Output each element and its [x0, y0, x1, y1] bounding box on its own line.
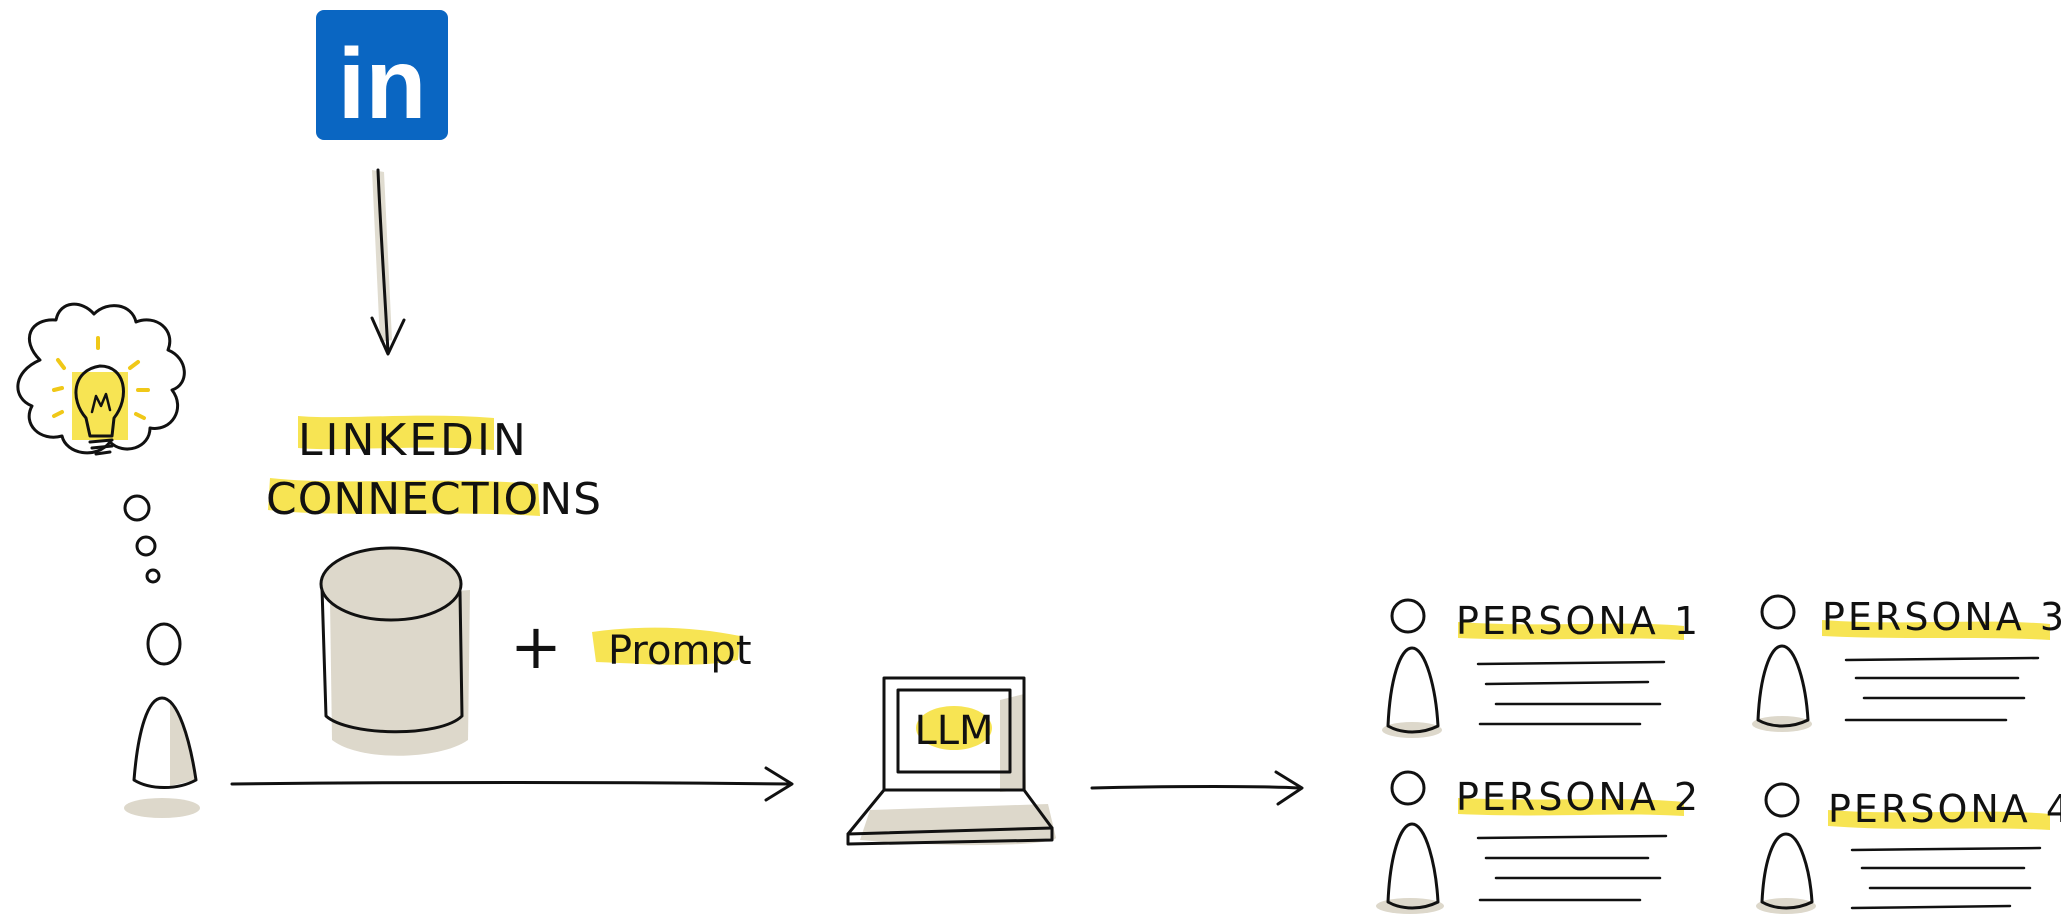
persona-label-3: PERSONA 3: [1822, 595, 2061, 639]
laptop-icon: LLM: [848, 678, 1056, 845]
persona-card-4: PERSONA 4: [1756, 784, 2061, 914]
linkedin-label-line2: CONNECTIONS: [266, 474, 602, 525]
database-cylinder-icon: [321, 548, 470, 756]
arrow-to-personas: [1092, 772, 1302, 804]
persona-label-1: PERSONA 1: [1456, 599, 1701, 643]
linkedin-connections-label: LINKEDIN CONNECTIONS: [266, 415, 602, 525]
persona-label-4: PERSONA 4: [1828, 787, 2061, 831]
plus-sign: +: [510, 610, 562, 683]
persona-label-2: PERSONA 2: [1456, 775, 1701, 819]
arrow-logo-to-connections: [372, 170, 404, 354]
persona-card-2: PERSONA 2: [1376, 772, 1701, 914]
llm-label: LLM: [914, 708, 993, 754]
linkedin-logo-text: in: [338, 28, 427, 140]
prompt-label: Prompt: [592, 628, 752, 674]
linkedin-logo-icon: in: [316, 10, 448, 140]
thought-cloud: [18, 304, 184, 582]
persona-card-3: PERSONA 3: [1752, 595, 2061, 732]
linkedin-label-line1: LINKEDIN: [298, 415, 529, 466]
arrow-to-llm: [232, 768, 792, 800]
person-icon: [124, 624, 200, 818]
prompt-text: Prompt: [608, 628, 752, 674]
persona-card-1: PERSONA 1: [1382, 599, 1701, 738]
lightbulb-icon: [54, 338, 148, 454]
